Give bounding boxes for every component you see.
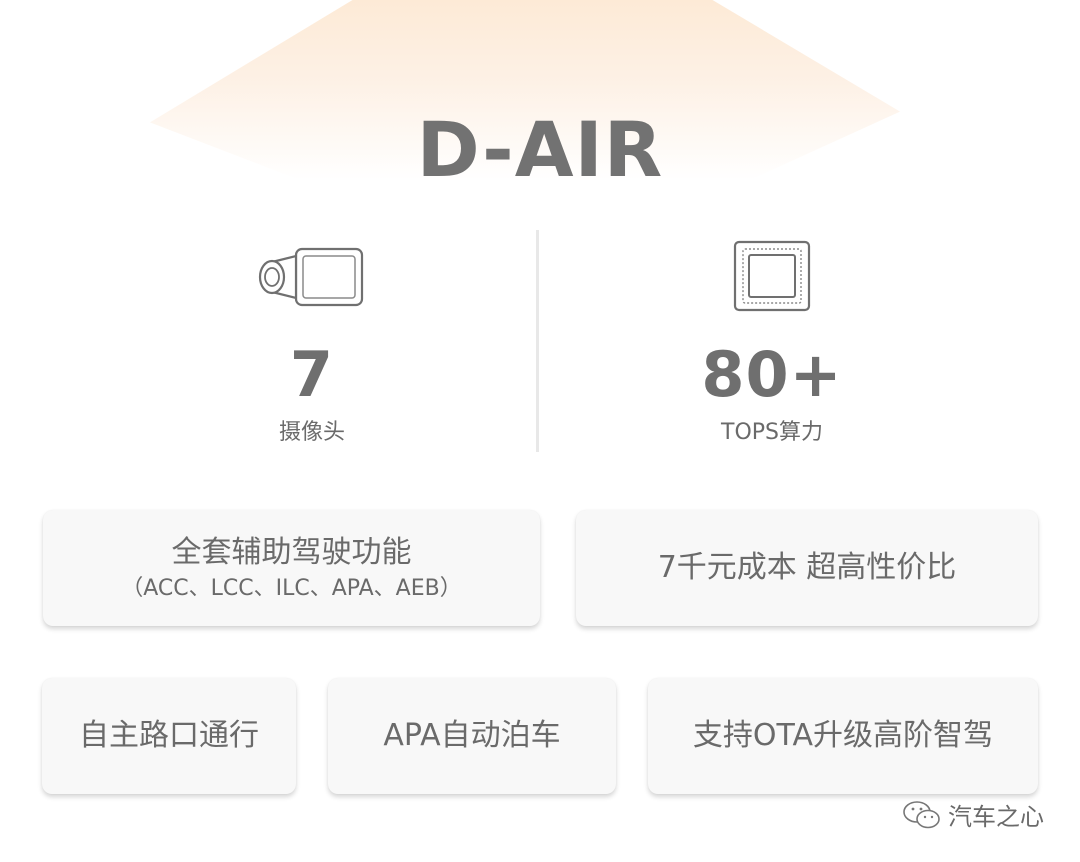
feature-card-ota: 支持OTA升级高阶智驾 bbox=[648, 678, 1038, 794]
spec-value: 7 bbox=[289, 338, 335, 411]
spec-label: 摄像头 bbox=[278, 420, 345, 445]
spec-compute: 80+ TOPS算力 bbox=[622, 240, 922, 446]
wechat-icon bbox=[903, 800, 940, 828]
feature-card-parking: APA自动泊车 bbox=[328, 678, 616, 794]
feature-card-adas: 全套辅助驾驶功能 （ACC、LCC、ILC、APA、AEB） bbox=[43, 510, 540, 626]
spec-value: 80+ bbox=[701, 338, 843, 411]
feature-title: 全套辅助驾驶功能 bbox=[171, 535, 412, 570]
feature-title: 7千元成本 超高性价比 bbox=[657, 550, 957, 585]
page-title: D-AIR bbox=[416, 105, 664, 194]
camera-icon bbox=[258, 247, 364, 307]
feature-card-intersection: 自主路口通行 bbox=[42, 678, 296, 794]
feature-title: APA自动泊车 bbox=[383, 718, 561, 753]
spec-cameras: 7 摄像头 bbox=[162, 242, 462, 446]
spec-divider bbox=[536, 230, 539, 452]
chip-icon bbox=[733, 240, 811, 312]
feature-subtitle: （ACC、LCC、ILC、APA、AEB） bbox=[121, 576, 462, 601]
feature-card-cost: 7千元成本 超高性价比 bbox=[576, 510, 1038, 626]
watermark-text: 汽车之心 bbox=[948, 803, 1044, 831]
watermark: 汽车之心 bbox=[902, 797, 1044, 832]
spec-label: TOPS算力 bbox=[721, 420, 823, 445]
feature-title: 自主路口通行 bbox=[79, 718, 259, 753]
feature-title: 支持OTA升级高阶智驾 bbox=[692, 718, 994, 753]
